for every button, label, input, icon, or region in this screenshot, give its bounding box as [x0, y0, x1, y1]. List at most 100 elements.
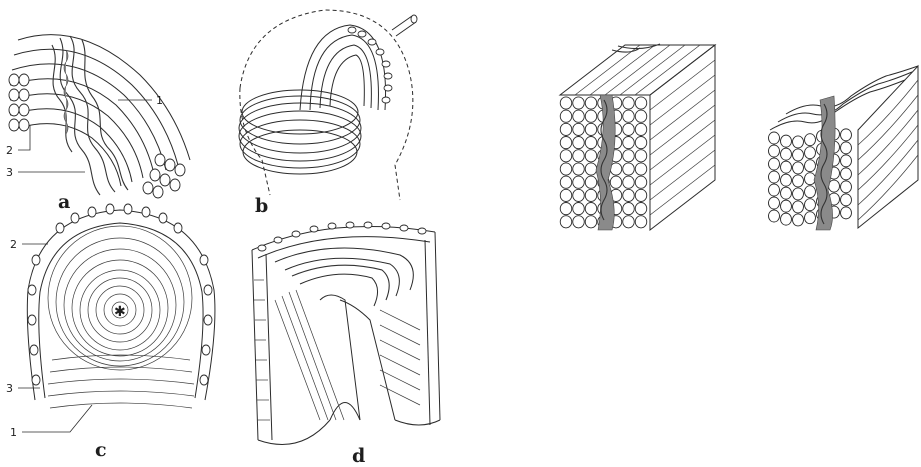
panel-a-illustration: 1 2 3 a: [6, 35, 190, 213]
fiber-end-cap: [841, 155, 852, 167]
fiber-end-cap: [573, 216, 585, 228]
fiber-end-cap: [585, 176, 597, 188]
fiber-end-cap: [585, 203, 597, 215]
fiber-end-cap: [841, 181, 852, 193]
fiber-end-cap: [585, 216, 597, 228]
panel-c-callout-1: 1: [10, 426, 17, 439]
fiber-end-cap: [769, 210, 780, 222]
panel-d-label: d: [352, 445, 365, 467]
fiber-end-cap: [635, 110, 647, 122]
fiber-end-cap: [560, 97, 572, 109]
fiber-end-cap: [623, 203, 635, 215]
fiber-end-cap: [573, 176, 585, 188]
panel-c-illustration: ✱ 2 3: [6, 204, 215, 461]
fiber-end-cap: [841, 168, 852, 180]
fiber-end-cap: [805, 212, 816, 224]
fiber-end-cap: [623, 97, 635, 109]
panel-b-label: b: [255, 195, 268, 217]
panel-a-callout-2: 2: [6, 144, 13, 157]
fiber-end-cap: [560, 163, 572, 175]
fiber-end-cap: [781, 200, 792, 212]
fiber-end-cap: [841, 142, 852, 154]
fiber-end-cap: [635, 216, 647, 228]
fiber-end-cap: [793, 175, 804, 187]
fiber-end-cap: [560, 189, 572, 201]
fiber-end-cap: [635, 123, 647, 135]
fiber-end-cap: [610, 176, 622, 188]
fiber-end-cap: [769, 171, 780, 183]
fiber-end-cap: [805, 160, 816, 172]
fiber-end-cap: [841, 129, 852, 141]
fiber-end-cap: [793, 214, 804, 226]
fiber-end-cap: [573, 203, 585, 215]
fiber-end-cap: [585, 97, 597, 109]
fiber-end-cap: [623, 137, 635, 149]
fiber-end-cap: [573, 97, 585, 109]
fiber-end-cap: [560, 123, 572, 135]
fiber-end-cap: [585, 137, 597, 149]
fiber-end-cap: [781, 161, 792, 173]
fiber-end-cap: [635, 137, 647, 149]
straight-fiber-block: [560, 44, 715, 230]
fiber-end-cap: [623, 110, 635, 122]
fiber-end-cap: [793, 201, 804, 213]
fiber-end-cap: [769, 197, 780, 209]
fiber-end-cap: [560, 110, 572, 122]
fiber-end-cap: [623, 176, 635, 188]
fiber-end-cap: [585, 110, 597, 122]
fiber-end-cap: [635, 176, 647, 188]
fiber-end-cap: [560, 150, 572, 162]
fiber-end-cap: [805, 173, 816, 185]
fiber-end-cap: [769, 184, 780, 196]
fiber-end-cap: [805, 147, 816, 159]
fiber-end-cap: [560, 203, 572, 215]
fiber-end-cap: [573, 137, 585, 149]
fiber-end-cap: [623, 189, 635, 201]
fiber-end-cap: [635, 97, 647, 109]
fiber-end-cap: [841, 194, 852, 206]
fiber-end-cap: [841, 207, 852, 219]
fiber-end-cap: [769, 158, 780, 170]
fiber-end-cap: [781, 213, 792, 225]
fiber-end-cap: [623, 163, 635, 175]
fiber-end-cap: [635, 189, 647, 201]
fiber-end-cap: [623, 216, 635, 228]
panel-d-illustration: d: [252, 222, 440, 467]
panel-c-callout-2: 2: [10, 238, 17, 251]
fiber-end-cap: [805, 134, 816, 146]
fiber-end-cap: [781, 148, 792, 160]
fiber-end-cap: [573, 150, 585, 162]
fiber-end-cap: [573, 110, 585, 122]
fiber-end-cap: [781, 135, 792, 147]
fiber-end-cap: [560, 176, 572, 188]
panel-c-label: c: [95, 439, 107, 461]
fiber-end-cap: [585, 123, 597, 135]
fiber-end-cap: [781, 174, 792, 186]
panel-b-illustration: b: [239, 10, 417, 217]
fiber-end-cap: [623, 123, 635, 135]
fiber-end-cap: [793, 149, 804, 161]
fiber-end-cap: [585, 189, 597, 201]
fiber-end-cap: [585, 150, 597, 162]
fiber-end-cap: [623, 150, 635, 162]
fiber-end-cap: [560, 216, 572, 228]
center-asterisk-icon: ✱: [114, 304, 126, 320]
panel-c-callout-3: 3: [6, 382, 13, 395]
fiber-end-cap: [573, 189, 585, 201]
fiber-end-cap: [585, 163, 597, 175]
fiber-end-cap: [635, 163, 647, 175]
wavy-fiber-block: [769, 66, 919, 230]
fiber-end-cap: [573, 123, 585, 135]
fiber-end-cap: [769, 145, 780, 157]
panel-a-callout-1: 1: [156, 94, 163, 107]
fiber-end-cap: [781, 187, 792, 199]
panel-a-callout-3: 3: [6, 166, 13, 179]
fiber-end-cap: [573, 163, 585, 175]
fiber-end-cap: [793, 188, 804, 200]
fiber-end-cap: [805, 199, 816, 211]
panel-a-label: a: [58, 191, 70, 213]
fiber-end-cap: [793, 136, 804, 148]
fiber-end-cap: [635, 150, 647, 162]
